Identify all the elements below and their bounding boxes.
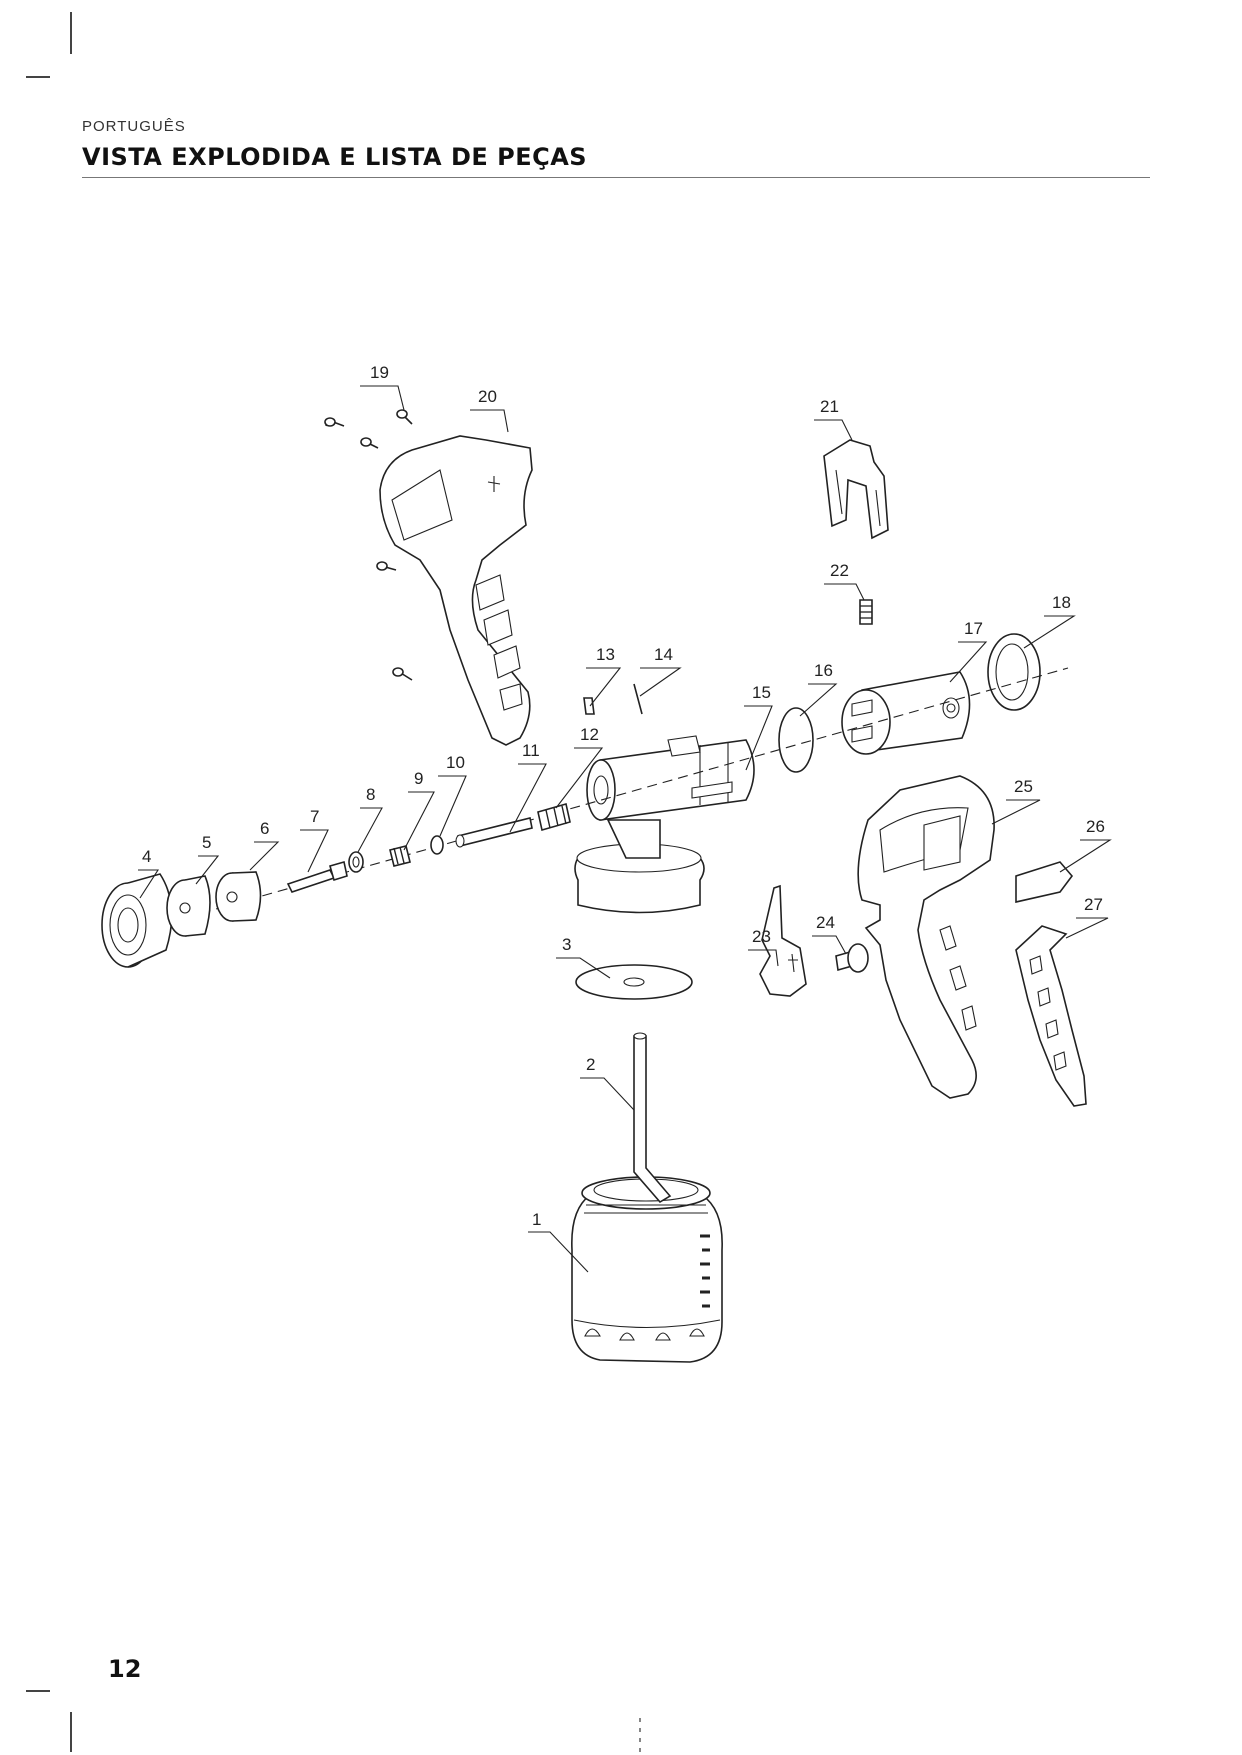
part-7-needle: [286, 860, 348, 893]
callout-leaders: [138, 385, 1112, 1273]
part-22-spring: [859, 599, 873, 625]
crop-mark-bottom-vertical: [70, 1712, 72, 1752]
callout-12: 12: [580, 725, 599, 744]
part-16-o-ring: [778, 707, 814, 773]
part-10-washer: [430, 835, 444, 855]
part-19-screws: [324, 409, 413, 681]
part-26-label: [1015, 861, 1074, 904]
callout-15: 15: [752, 683, 771, 702]
callout-13: 13: [596, 645, 615, 664]
part-2-suction-tube: [633, 1032, 672, 1204]
callout-11: 11: [522, 741, 540, 760]
part-21-clip: [823, 439, 889, 540]
part-27-grip: [1015, 925, 1087, 1107]
crop-mark-top-horizontal: [26, 76, 50, 78]
part-17-motor-housing: [841, 671, 971, 755]
part-11-piston: [455, 817, 533, 848]
page-number: 12: [108, 1655, 142, 1683]
part-12-spring: [537, 802, 571, 832]
callout-10: 10: [446, 753, 465, 772]
callout-25: 25: [1014, 777, 1033, 796]
part-14-rod: [633, 683, 643, 715]
callout-numbers: 1 2 3 4 5 6 7 8 9 10 11 12 13 14 15 16 1…: [142, 363, 1105, 1229]
part-9-spring: [389, 845, 411, 867]
callout-27: 27: [1084, 895, 1103, 914]
callout-7: 7: [310, 807, 319, 826]
part-18-front-ring: [987, 633, 1041, 711]
part-3-gasket: [575, 964, 693, 1000]
callout-4: 4: [142, 847, 151, 866]
callout-1: 1: [532, 1210, 541, 1229]
callout-2: 2: [586, 1055, 595, 1074]
part-23-trigger: [759, 884, 807, 997]
page-title: VISTA EXPLODIDA E LISTA DE PEÇAS: [82, 143, 588, 171]
part-1-container: [571, 1176, 723, 1363]
title-underline: [82, 177, 1150, 178]
part-25-handle-right: [857, 775, 995, 1099]
callout-26: 26: [1086, 817, 1105, 836]
callout-16: 16: [814, 661, 833, 680]
callout-5: 5: [202, 833, 211, 852]
language-label: PORTUGUÊS: [82, 118, 186, 135]
callout-14: 14: [654, 645, 673, 664]
part-6-nozzle: [215, 871, 262, 922]
part-15-pump-body: [574, 735, 755, 914]
callout-6: 6: [260, 819, 269, 838]
part-8-nut: [348, 851, 364, 873]
crop-mark-top-vertical: [70, 12, 72, 54]
callout-22: 22: [830, 561, 849, 580]
callout-17: 17: [964, 619, 983, 638]
callout-9: 9: [414, 769, 423, 788]
callout-21: 21: [820, 397, 839, 416]
callout-20: 20: [478, 387, 497, 406]
part-20-handle-left: [379, 435, 533, 746]
callout-23: 23: [752, 927, 771, 946]
callout-18: 18: [1052, 593, 1071, 612]
callout-19: 19: [370, 363, 389, 382]
part-5-air-cap: [166, 875, 211, 937]
part-13-pin: [583, 697, 595, 715]
part-4-nozzle-nut: [101, 873, 173, 968]
crop-mark-bottom-horizontal: [26, 1690, 50, 1692]
callout-24: 24: [816, 913, 835, 932]
callout-8: 8: [366, 785, 375, 804]
part-24-knob: [835, 943, 869, 973]
callout-3: 3: [562, 935, 571, 954]
